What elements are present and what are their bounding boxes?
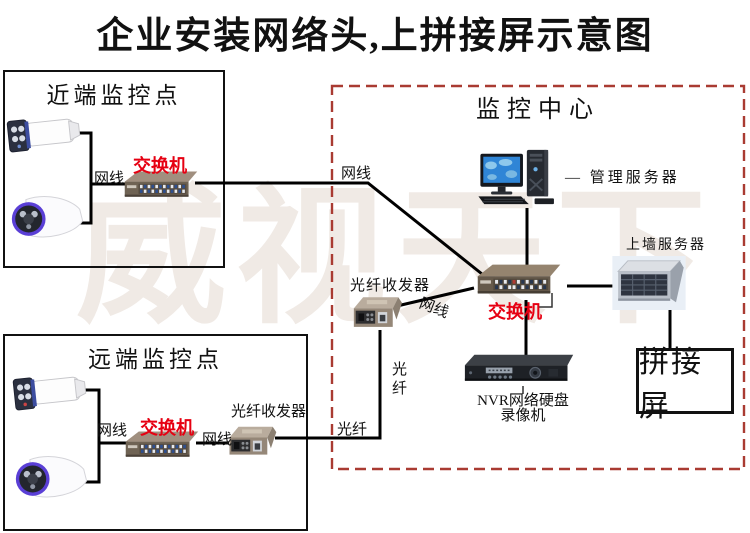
monitoring-center-title: 监控中心 [476,97,600,123]
center-cable-label: 网线 [341,166,372,182]
nvr-label: NVR网络硬盘 录像机 [458,394,588,424]
far-cable-label-2: 网线 [202,432,233,448]
near-camera-1-icon [6,112,84,158]
management-server-icon [478,148,566,208]
near-switch-icon [124,170,198,199]
splicing-screen-box: 拼接屏 [636,346,734,423]
far-box-title: 远端监控点 [88,347,223,372]
page-title: 企业安装网络头,上拼接屏示意图 [96,16,654,57]
far-switch-icon [125,430,199,459]
near-cable-label: 网线 [94,171,125,187]
nvr-label-line2: 录像机 [500,408,546,424]
fiber-label-vertical: 光纤 [390,361,406,399]
near-box-title: 近端监控点 [46,83,182,108]
far-camera-1-icon [12,370,90,416]
far-switch-label: 交换机 [140,418,194,438]
far-transceiver-label: 光纤收发器 [231,404,307,420]
splicing-screen-label: 拼接屏 [639,346,703,423]
far-cable-label: 网线 [97,423,128,439]
near-switch-label: 交换机 [133,156,187,176]
wall-server-label: 上墙服务器 [626,238,706,253]
fiber-label: 光纤 [337,422,368,438]
nvr-recorder-icon [460,350,580,388]
center-transceiver-icon [352,294,402,332]
far-transceiver-icon [227,424,277,460]
nvr-label-line1: NVR网络硬盘 [477,393,569,409]
far-camera-2-icon [10,452,92,504]
center-switch-icon [470,263,568,296]
center-switch-label: 交换机 [488,302,542,322]
near-camera-2-icon [6,192,88,244]
wall-server-icon [612,256,686,310]
center-transceiver-label: 光纤收发器 [350,278,431,294]
near-monitoring-box: 近端监控点 [3,70,225,268]
management-server-label: — 管理服务器 [565,170,680,186]
